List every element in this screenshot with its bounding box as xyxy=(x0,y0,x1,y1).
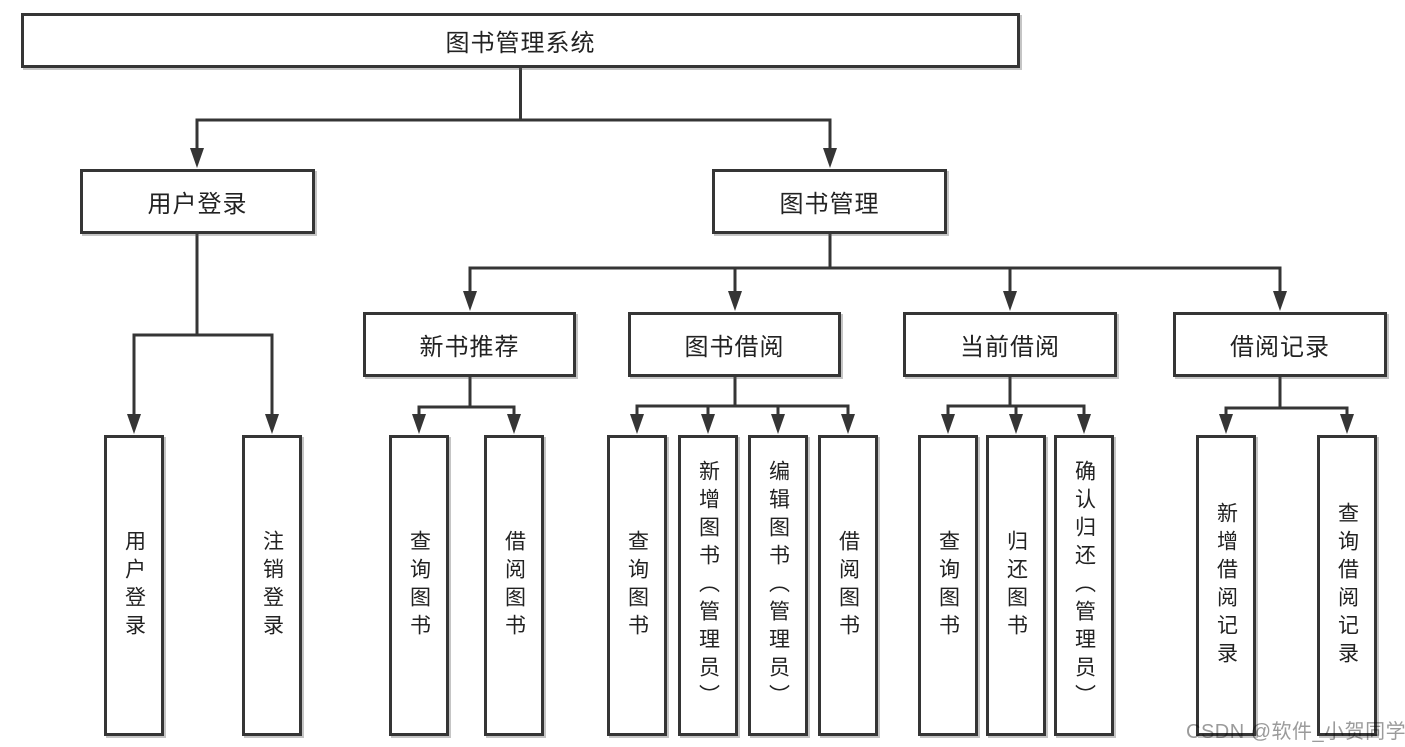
node-new-book-recommend: 新书推荐 xyxy=(363,312,576,377)
node-book-borrow: 图书借阅 xyxy=(628,312,841,377)
leaf-label: 新增图书（管理员） xyxy=(696,459,720,712)
leaf-query-books-recommend: 查询图书 xyxy=(389,435,449,736)
leaf-borrow-books-recommend: 借阅图书 xyxy=(484,435,544,736)
leaf-label: 用户登录 xyxy=(122,529,146,642)
leaf-label: 注销登录 xyxy=(260,529,284,642)
leaf-label: 查询图书 xyxy=(407,529,431,642)
node-label: 用户登录 xyxy=(147,191,248,218)
leaf-borrow-books: 借阅图书 xyxy=(818,435,878,736)
node-label: 当前借阅 xyxy=(960,334,1060,361)
node-user-login: 用户登录 xyxy=(80,169,315,234)
leaf-label: 借阅图书 xyxy=(836,529,860,642)
leaf-label: 查询借阅记录 xyxy=(1335,501,1359,670)
leaf-label: 借阅图书 xyxy=(502,529,526,642)
node-book-management: 图书管理 xyxy=(712,169,947,234)
leaf-add-borrow-record: 新增借阅记录 xyxy=(1196,435,1256,736)
node-label: 借阅记录 xyxy=(1230,334,1330,361)
leaf-label: 确认归还（管理员） xyxy=(1072,459,1096,712)
node-label: 图书借阅 xyxy=(684,334,785,361)
leaf-query-books-current: 查询图书 xyxy=(918,435,978,736)
leaf-logout: 注销登录 xyxy=(242,435,302,736)
leaf-user-login: 用户登录 xyxy=(104,435,164,736)
leaf-query-borrow-record: 查询借阅记录 xyxy=(1317,435,1377,736)
leaf-label: 新增借阅记录 xyxy=(1214,501,1238,670)
csdn-watermark: CSDN @软件_小贺同学 xyxy=(1186,721,1405,743)
arrowheads xyxy=(127,148,1354,434)
node-borrow-records: 借阅记录 xyxy=(1173,312,1387,377)
node-current-borrow: 当前借阅 xyxy=(903,312,1117,377)
leaf-return-book: 归还图书 xyxy=(986,435,1046,736)
leaf-confirm-return-admin: 确认归还（管理员） xyxy=(1054,435,1114,736)
leaf-label: 查询图书 xyxy=(625,529,649,642)
leaf-query-books-borrow: 查询图书 xyxy=(607,435,667,736)
leaf-add-book-admin: 新增图书（管理员） xyxy=(678,435,738,736)
leaf-label: 查询图书 xyxy=(936,529,960,642)
leaf-label: 编辑图书（管理员） xyxy=(766,459,790,712)
leaf-edit-book-admin: 编辑图书（管理员） xyxy=(748,435,808,736)
node-label: 图书管理系统 xyxy=(445,30,596,57)
leaf-label: 归还图书 xyxy=(1004,529,1028,642)
node-label: 图书管理 xyxy=(779,191,880,218)
node-label: 新书推荐 xyxy=(419,334,520,361)
node-library-management-system: 图书管理系统 xyxy=(21,13,1020,68)
